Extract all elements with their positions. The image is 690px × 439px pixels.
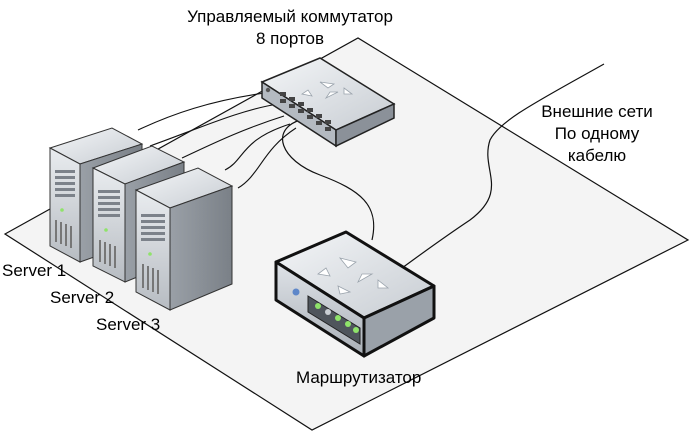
switch-title: Управляемый коммутатор 8 портов (150, 6, 430, 50)
external-label-line2: По одному (554, 124, 640, 143)
router-label: Маршрутизатор (296, 368, 422, 387)
server-cables (137, 91, 297, 189)
server-3 (134, 167, 234, 311)
server-3-label: Server 3 (96, 315, 161, 334)
router-leds (315, 303, 359, 333)
router-device (274, 230, 436, 358)
switch-title-line1: Управляемый коммутатор (187, 7, 393, 26)
external-label-line1: Внешние сети (541, 102, 653, 121)
server-1-label: Server 1 (2, 261, 67, 280)
switch-arrows-icon (300, 81, 354, 100)
switch-device (260, 57, 396, 148)
router-arrows-icon (317, 257, 390, 295)
external-cable (401, 63, 605, 269)
switch-router-cable (282, 119, 375, 241)
external-network-label: Внешние сети По одному кабелю (522, 101, 672, 167)
external-label-line3: кабелю (567, 146, 627, 165)
switch-title-line2: 8 портов (256, 29, 324, 48)
server-2-label: Server 2 (50, 288, 115, 307)
